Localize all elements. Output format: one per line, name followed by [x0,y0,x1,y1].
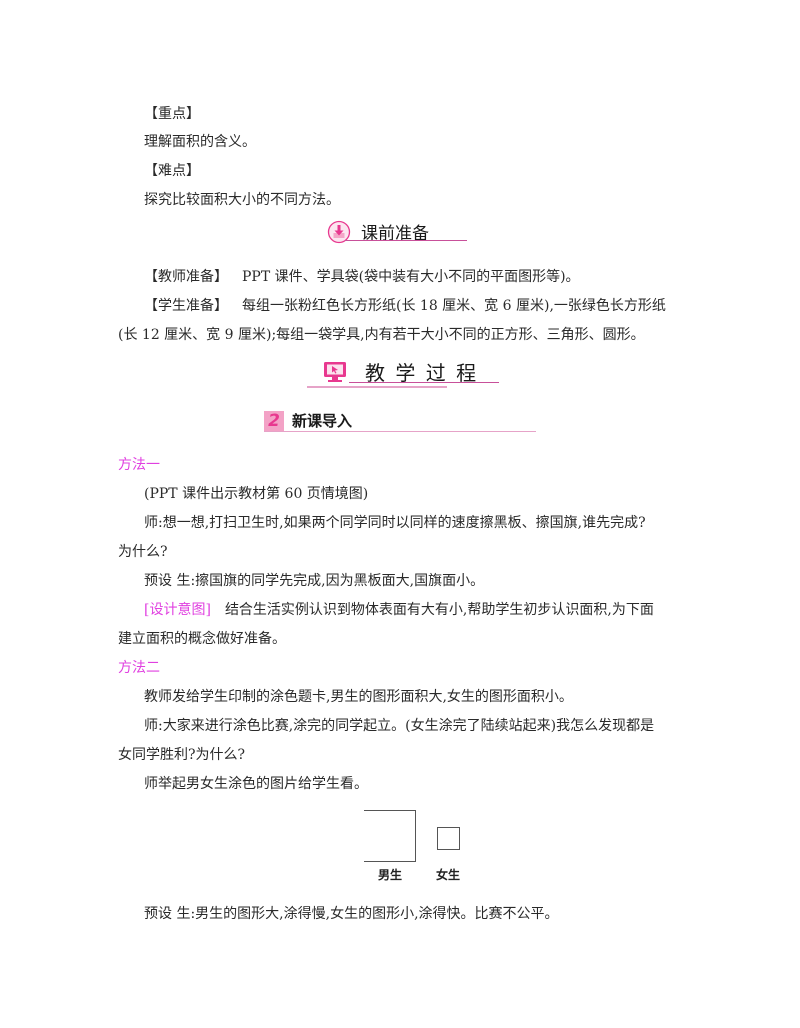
intro-subheader: 2 新课导入 [264,410,352,431]
method2-line3: 女同学胜利?为什么? [118,747,246,763]
teacher-prep-text: PPT 课件、学具袋(袋中装有大小不同的平面图形等)。 [242,269,580,285]
process-title: 教 学 过 程 [365,361,479,385]
monitor-icon [323,361,347,383]
method2-label: 方法二 [118,660,160,676]
intro-underline [264,431,536,432]
section-number-badge: 2 [264,410,284,431]
preparation-underline [345,240,467,241]
process-underline-accent [307,386,447,388]
difficulty-text: 探究比较面积大小的不同方法。 [144,192,340,208]
method1-label: 方法一 [118,457,160,473]
boy-label: 男生 [378,868,403,882]
method1-design-intent: [设计意图] 结合生活实例认识到物体表面有大有小,帮助学生初步认识面积,为下面 [144,600,654,620]
download-arrow-icon [327,220,351,244]
design-intent-text: 结合生活实例认识到物体表面有大有小,帮助学生初步认识面积,为下面 [224,602,654,618]
method1-line3: 为什么? [118,544,168,560]
method2-line5: 预设 生:男生的图形大,涂得慢,女生的图形小,涂得快。比赛不公平。 [144,906,559,922]
key-point-label: 【重点】 [144,106,200,122]
key-point-text: 理解面积的含义。 [144,134,256,150]
girl-shape-small-square [437,827,460,850]
difficulty-label: 【难点】 [144,163,200,179]
student-prep-text: 每组一张粉红色长方形纸(长 18 厘米、宽 6 厘米),一张绿色长方形纸 [242,298,666,314]
method1-design-intent-continued: 建立面积的概念做好准备。 [118,631,286,647]
process-header: 教 学 过 程 [323,357,478,386]
method2-line4: 师举起男女生涂色的图片给学生看。 [144,776,368,792]
method1-line2: 师:想一想,打扫卫生时,如果两个同学同时以同样的速度擦黑板、擦国旗,谁先完成? [144,515,646,531]
preparation-header: 课前准备 [327,219,429,244]
teacher-prep: 【教师准备】 PPT 课件、学具袋(袋中装有大小不同的平面图形等)。 [144,267,580,287]
student-prep-continued: (长 12 厘米、宽 9 厘米);每组一袋学具,内有若干大小不同的正方形、三角形… [118,327,645,343]
student-prep-label: 【学生准备】 [144,298,228,314]
teacher-prep-label: 【教师准备】 [144,269,228,285]
method1-line1: (PPT 课件出示教材第 60 页情境图) [144,486,369,502]
preparation-title: 课前准备 [361,224,429,244]
design-intent-label: [设计意图] [144,602,211,618]
method2-line2: 师:大家来进行涂色比赛,涂完的同学起立。(女生涂完了陆续站起来)我怎么发现都是 [144,718,655,734]
girl-label: 女生 [436,868,461,882]
student-prep: 【学生准备】每组一张粉红色长方形纸(长 18 厘米、宽 6 厘米),一张绿色长方… [144,296,666,316]
method2-line1: 教师发给学生印制的涂色题卡,男生的图形面积大,女生的图形面积小。 [144,689,573,705]
process-underline [349,382,499,383]
method1-line4: 预设 生:擦国旗的同学先完成,因为黑板面大,国旗面小。 [144,573,485,589]
intro-subtitle: 新课导入 [292,412,353,430]
boy-shape-large-square [364,810,416,862]
